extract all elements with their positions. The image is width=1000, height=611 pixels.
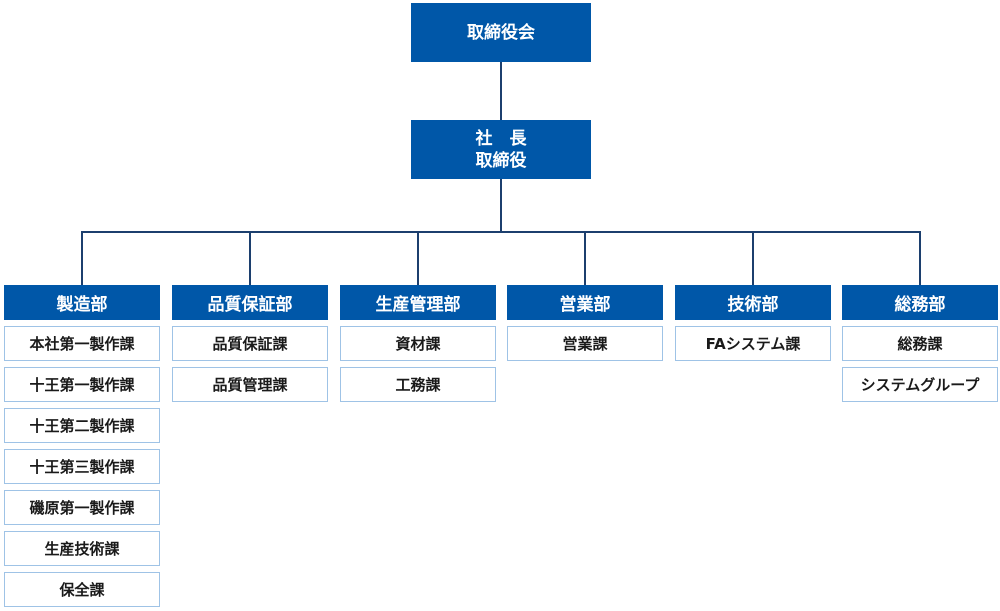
section-label: 十王第三製作課 — [29, 458, 135, 476]
section-label: 生産技術課 — [44, 540, 120, 558]
dept-quality-assurance: 品質保証部 — [172, 285, 328, 320]
section-label: FAシステム課 — [705, 335, 801, 353]
section-box: 資材課 — [340, 326, 496, 361]
section-label: 磯原第一製作課 — [29, 499, 135, 517]
section-box: 総務課 — [842, 326, 998, 361]
dept-label: 生産管理部 — [375, 295, 461, 315]
section-label: 営業課 — [562, 335, 608, 353]
dept-label: 品質保証部 — [207, 295, 293, 315]
president-title: 社 長 — [475, 128, 527, 149]
section-box: 本社第一製作課 — [4, 326, 160, 361]
dept-label: 総務部 — [894, 295, 946, 315]
section-box: 生産技術課 — [4, 531, 160, 566]
dept-engineering: 技術部 — [675, 285, 831, 320]
section-box: 品質管理課 — [172, 367, 328, 402]
dept-label: 技術部 — [727, 295, 779, 315]
dept-production-control: 生産管理部 — [340, 285, 496, 320]
section-label: 保全課 — [59, 581, 105, 599]
section-label: 資材課 — [395, 335, 441, 353]
dept-label: 製造部 — [56, 295, 108, 315]
section-box: 営業課 — [507, 326, 663, 361]
section-box: 工務課 — [340, 367, 496, 402]
section-label: 十王第二製作課 — [29, 417, 135, 435]
section-label: 工務課 — [395, 376, 441, 394]
section-label: 十王第一製作課 — [29, 376, 135, 394]
dept-general-affairs: 総務部 — [842, 285, 998, 320]
dept-sales: 営業部 — [507, 285, 663, 320]
section-label: 本社第一製作課 — [29, 335, 135, 353]
section-box: システムグループ — [842, 367, 998, 402]
section-box: 十王第三製作課 — [4, 449, 160, 484]
board-label: 取締役会 — [467, 22, 535, 43]
president-box: 社 長 取締役 — [411, 120, 591, 179]
section-label: 総務課 — [897, 335, 943, 353]
president-role: 取締役 — [475, 150, 527, 171]
section-box: 十王第二製作課 — [4, 408, 160, 443]
board-of-directors-box: 取締役会 — [411, 3, 591, 62]
section-box: 十王第一製作課 — [4, 367, 160, 402]
dept-label: 営業部 — [559, 295, 611, 315]
section-label: 品質管理課 — [212, 376, 288, 394]
section-box: FAシステム課 — [675, 326, 831, 361]
section-label: システムグループ — [860, 376, 980, 394]
section-box: 保全課 — [4, 572, 160, 607]
section-box: 品質保証課 — [172, 326, 328, 361]
section-box: 磯原第一製作課 — [4, 490, 160, 525]
section-label: 品質保証課 — [212, 335, 288, 353]
dept-manufacturing: 製造部 — [4, 285, 160, 320]
